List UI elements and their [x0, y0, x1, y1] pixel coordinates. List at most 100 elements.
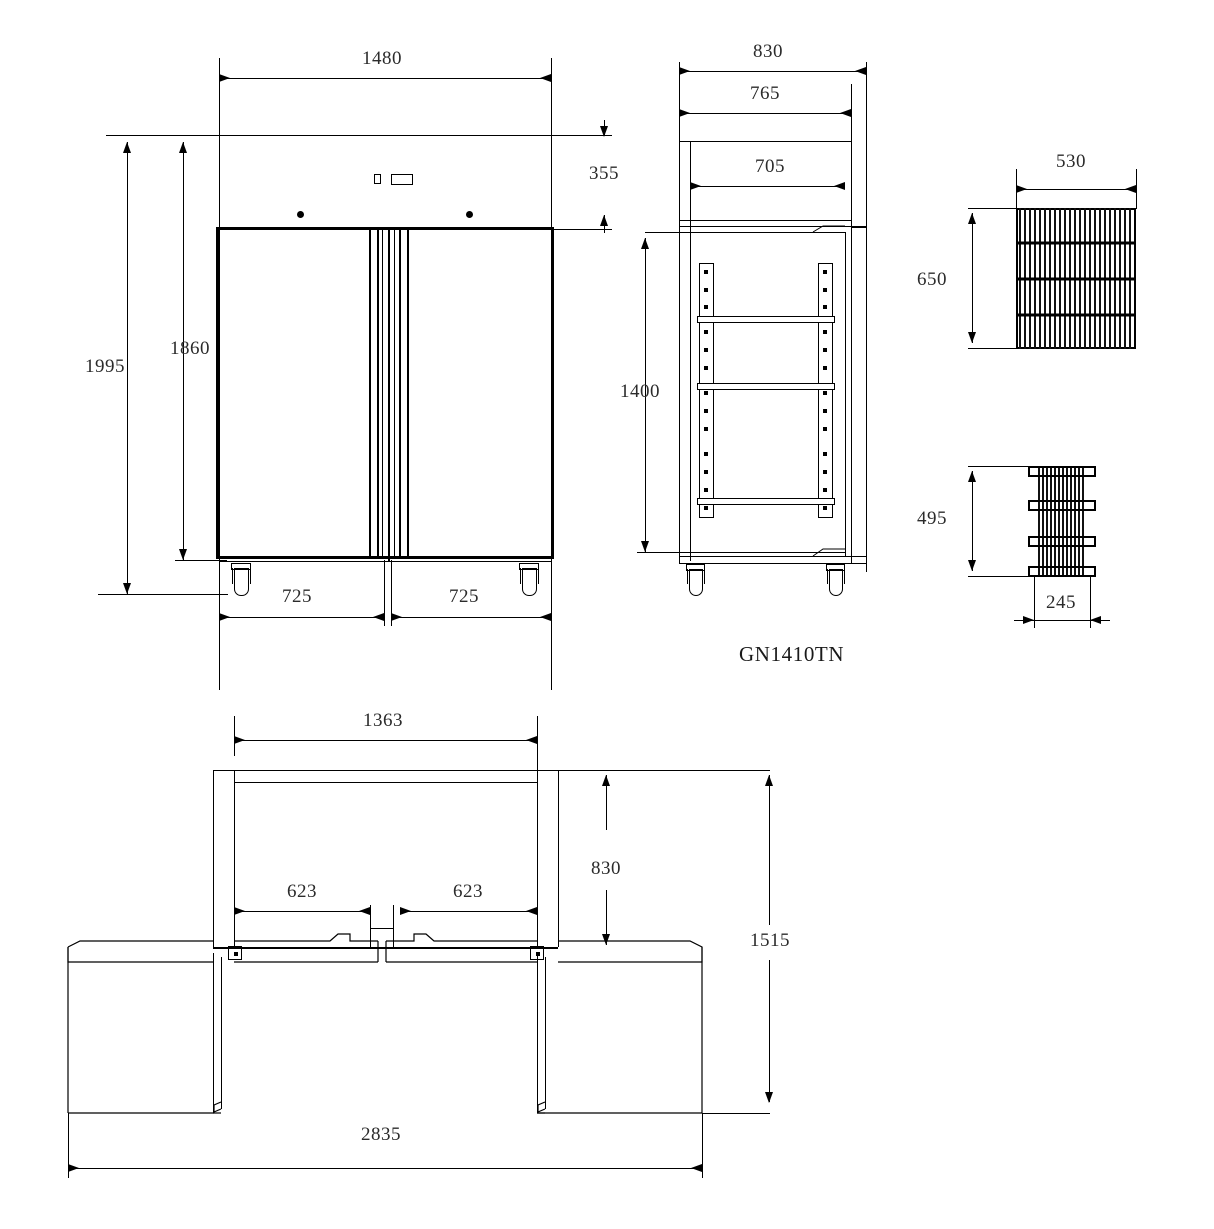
plan-right-wall-inner [537, 770, 538, 947]
caster-fork-left-a [232, 568, 233, 584]
arrow-355-top [600, 126, 608, 137]
handle-left-inner [382, 229, 383, 557]
arrow-530-b [1125, 185, 1136, 193]
dim-line-245 [1014, 620, 1110, 621]
dim-label-plan-door-left: 623 [287, 881, 317, 902]
dim-label-plan-total-depth: 1515 [750, 930, 790, 951]
ext-725-far-left [219, 570, 220, 626]
ext-725-centre-b [391, 560, 392, 626]
arrow-725-left-b [373, 613, 384, 621]
shelf-runner-1 [697, 316, 835, 323]
caster-wheel-right [522, 568, 537, 596]
cabinet-top-edge [216, 227, 554, 230]
arrow-705-b [834, 182, 845, 190]
ext-2835-left [68, 1113, 69, 1178]
shelf-runner-2 [697, 383, 835, 390]
caster-fork-right-b [538, 568, 539, 584]
ext-line-1400-bottom [637, 552, 845, 553]
centre-mullion [388, 227, 390, 561]
arrow-725-right-a [391, 613, 402, 621]
ext-245-left [1034, 576, 1035, 628]
door-right-panel-inner [545, 957, 546, 1109]
dim-label-grid-shelf-height: 650 [917, 269, 947, 290]
side-base-line-2 [679, 563, 866, 564]
dim-line-830 [679, 71, 866, 72]
dim-line-650 [972, 213, 973, 343]
side-top-band-line [679, 141, 851, 142]
plan-hinge-right [530, 946, 544, 960]
narrow-shelf-bar-1 [1028, 466, 1096, 477]
dim-label-top-section-height: 355 [589, 163, 619, 184]
arrow-1995-top [123, 142, 131, 153]
arrow-355-bottom [600, 215, 608, 226]
door-right-panel-outer [537, 953, 538, 1113]
dim-line-765 [679, 113, 851, 114]
ext-1515-top [558, 770, 770, 771]
dim-label-overall-width: 1480 [362, 48, 402, 69]
arrow-623-right-b [526, 907, 537, 915]
dim-line-495 [972, 471, 973, 571]
dim-line-530 [1016, 189, 1136, 190]
narrow-shelf-bar-2 [1028, 500, 1096, 511]
plan-hinge-left [228, 946, 242, 960]
dim-label-plan-cabinet-depth: 830 [591, 858, 621, 879]
narrow-shelf-wires [1038, 466, 1084, 576]
dim-line-623-left [234, 911, 370, 912]
dim-label-door-width-left: 725 [282, 586, 312, 607]
dim-line-1995 [127, 142, 128, 594]
dim-line-725-left [219, 617, 384, 618]
arrow-650-bottom [968, 332, 976, 343]
arrow-245-a [1023, 616, 1034, 624]
cabinet-right-edge [551, 227, 554, 559]
arrow-1515-bottom [765, 1092, 773, 1103]
ext-650-top [968, 208, 1020, 209]
dim-line-1515-lower [769, 960, 770, 1102]
caster-plate-right [519, 563, 539, 570]
caster-fork-right-a [520, 568, 521, 584]
ext-line-front-left [219, 58, 220, 690]
ext-line-1860-bottom [175, 560, 227, 561]
plan-left-wall-outer [213, 770, 214, 947]
arrow-1363-b [526, 736, 537, 744]
standard-left-body [699, 263, 714, 518]
side-front-edge [679, 226, 680, 563]
ext-765-right [851, 84, 852, 564]
plan-mullion-right [393, 905, 394, 947]
arrow-623-left-b [359, 907, 370, 915]
arrow-830-b [855, 67, 866, 75]
arrow-765-a [679, 109, 690, 117]
ext-1515-bottom [702, 1113, 770, 1114]
arrow-245-b [1090, 616, 1101, 624]
side-base-line [679, 556, 866, 557]
arrow-830-plan-bottom [602, 934, 610, 945]
caster-fork-left-b [250, 568, 251, 584]
arrow-623-left-a [234, 907, 245, 915]
ext-245-right [1090, 576, 1091, 628]
ext-725-far-right [551, 570, 552, 626]
arrow-1480-left [219, 74, 230, 82]
hinge-dot-left [297, 211, 304, 218]
arrow-830-a [679, 67, 690, 75]
dim-label-interior-height: 1400 [620, 381, 660, 402]
arrow-1480-right [540, 74, 551, 82]
dim-label-narrow-shelf-width: 245 [1046, 592, 1076, 613]
dim-line-623-right [400, 911, 537, 912]
grid-shelf-wires [1016, 208, 1136, 349]
caster-side-wheel-left [689, 569, 703, 596]
dim-label-grid-shelf-width: 530 [1056, 151, 1086, 172]
arrow-725-left-a [219, 613, 230, 621]
dim-line-830-plan-upper [606, 775, 607, 830]
side-front-inner-edge [690, 232, 691, 556]
side-shelf-zone-top [679, 226, 866, 227]
dim-line-725-right [391, 617, 551, 618]
caster-plate-left [231, 563, 251, 570]
arrow-650-top [968, 213, 976, 224]
side-inner-top-line [679, 220, 851, 221]
arrow-1400-top [641, 238, 649, 249]
arrow-1515-top [765, 775, 773, 786]
arrow-2835-b [691, 1164, 702, 1172]
arrow-1400-bottom [641, 541, 649, 552]
ref-line-interior-top [645, 232, 845, 233]
